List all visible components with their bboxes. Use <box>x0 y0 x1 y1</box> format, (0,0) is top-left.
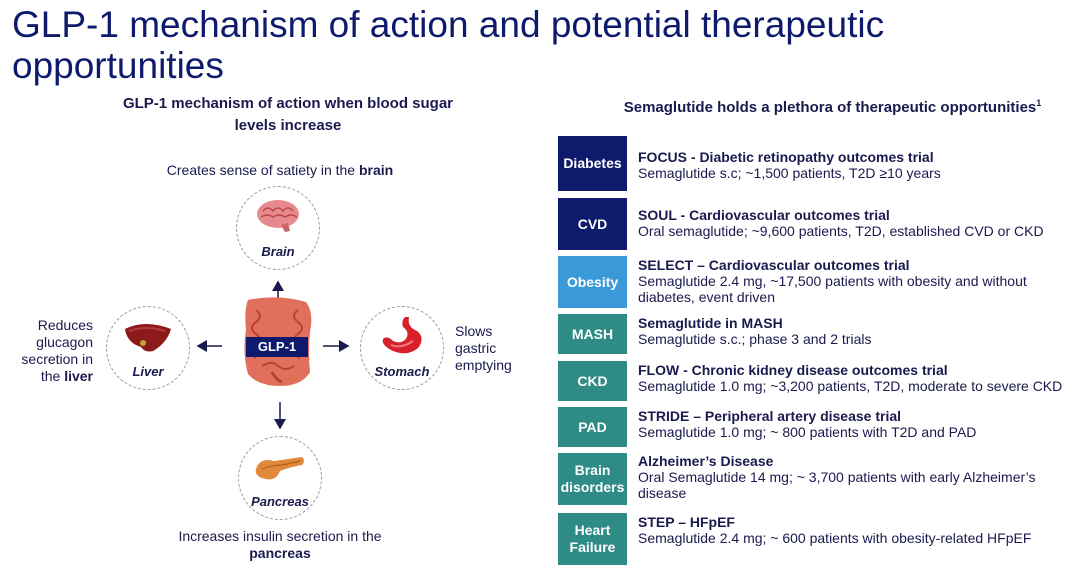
trial-description: Oral Semaglutide 14 mg; ~ 3,700 patients… <box>638 469 1036 501</box>
therapy-row: CKD FLOW - Chronic kidney disease outcome… <box>558 361 1078 401</box>
therapy-area-tag: CKD <box>558 361 627 401</box>
therapy-area-tag: MASH <box>558 314 627 354</box>
brain-node: Brain <box>236 186 320 270</box>
therapy-area-tag: PAD <box>558 407 627 447</box>
trial-title: STRIDE – Peripheral artery disease trial <box>638 408 902 424</box>
trial-info: FOCUS - Diabetic retinopathy outcomes tr… <box>638 149 1078 181</box>
liver-icon <box>125 324 171 352</box>
therapy-area-tag: Brain disorders <box>558 453 627 505</box>
trial-description: Oral semaglutide; ~9,600 patients, T2D, … <box>638 223 1044 239</box>
pancreas-caption: Increases insulin secretion in the pancr… <box>178 528 382 561</box>
trial-description: Semaglutide 1.0 mg; ~3,200 patients, T2D… <box>638 378 1063 394</box>
trial-title: SELECT – Cardiovascular outcomes trial <box>638 257 910 273</box>
trial-title: Alzheimer’s Disease <box>638 453 774 469</box>
pancreas-node: Pancreas <box>238 436 322 520</box>
trial-description: Semaglutide 2.4 mg; ~ 600 patients with … <box>638 530 1032 546</box>
liver-label: Liver <box>132 364 164 379</box>
therapy-area-tag: Heart Failure <box>558 513 627 565</box>
pancreas-icon <box>255 457 304 480</box>
trial-title: STEP – HFpEF <box>638 514 735 530</box>
therapy-row: Diabetes FOCUS - Diabetic retinopathy out… <box>558 136 1078 191</box>
liver-caption: Reduces glucagon secretion in the liver <box>21 317 93 384</box>
pancreas-label: Pancreas <box>251 494 309 509</box>
opportunities-heading: Semaglutide holds a plethora of therapeu… <box>623 98 1042 116</box>
therapy-area-tag: Diabetes <box>558 136 627 191</box>
brain-label: Brain <box>261 244 295 259</box>
stomach-icon <box>382 317 422 354</box>
trial-info: STRIDE – Peripheral artery disease trial… <box>638 408 1078 440</box>
stomach-label: Stomach <box>374 364 430 379</box>
trial-title: FLOW - Chronic kidney disease outcomes t… <box>638 362 948 378</box>
stomach-caption: Slows gastric emptying <box>455 323 512 373</box>
footnote-marker: 1 <box>1036 98 1042 108</box>
glp1-label: GLP-1 <box>246 337 308 357</box>
therapy-area-tag: Obesity <box>558 256 627 308</box>
trial-description: Semaglutide s.c; ~1,500 patients, T2D ≥1… <box>638 165 941 181</box>
therapy-area-tag: CVD <box>558 198 627 250</box>
therapy-row: PAD STRIDE – Peripheral artery disease tr… <box>558 407 1078 447</box>
trial-info: FLOW - Chronic kidney disease outcomes t… <box>638 362 1078 394</box>
page-title: GLP-1 mechanism of action and potential … <box>12 4 885 86</box>
mechanism-heading: GLP-1 mechanism of action when blood sug… <box>122 95 454 134</box>
trial-title: FOCUS - Diabetic retinopathy outcomes tr… <box>638 149 934 165</box>
brain-caption: Creates sense of satiety in the brain <box>166 162 394 178</box>
trial-description: Semaglutide 2.4 mg, ~17,500 patients wit… <box>638 273 1027 305</box>
trial-description: Semaglutide 1.0 mg; ~ 800 patients with … <box>638 424 977 440</box>
trial-title: Semaglutide in MASH <box>638 315 783 331</box>
trial-title: SOUL - Cardiovascular outcomes trial <box>638 207 890 223</box>
trial-description: Semaglutide s.c.; phase 3 and 2 trials <box>638 331 872 347</box>
liver-node: Liver <box>106 306 190 390</box>
stomach-node: Stomach <box>360 306 444 390</box>
brain-icon <box>257 200 299 232</box>
